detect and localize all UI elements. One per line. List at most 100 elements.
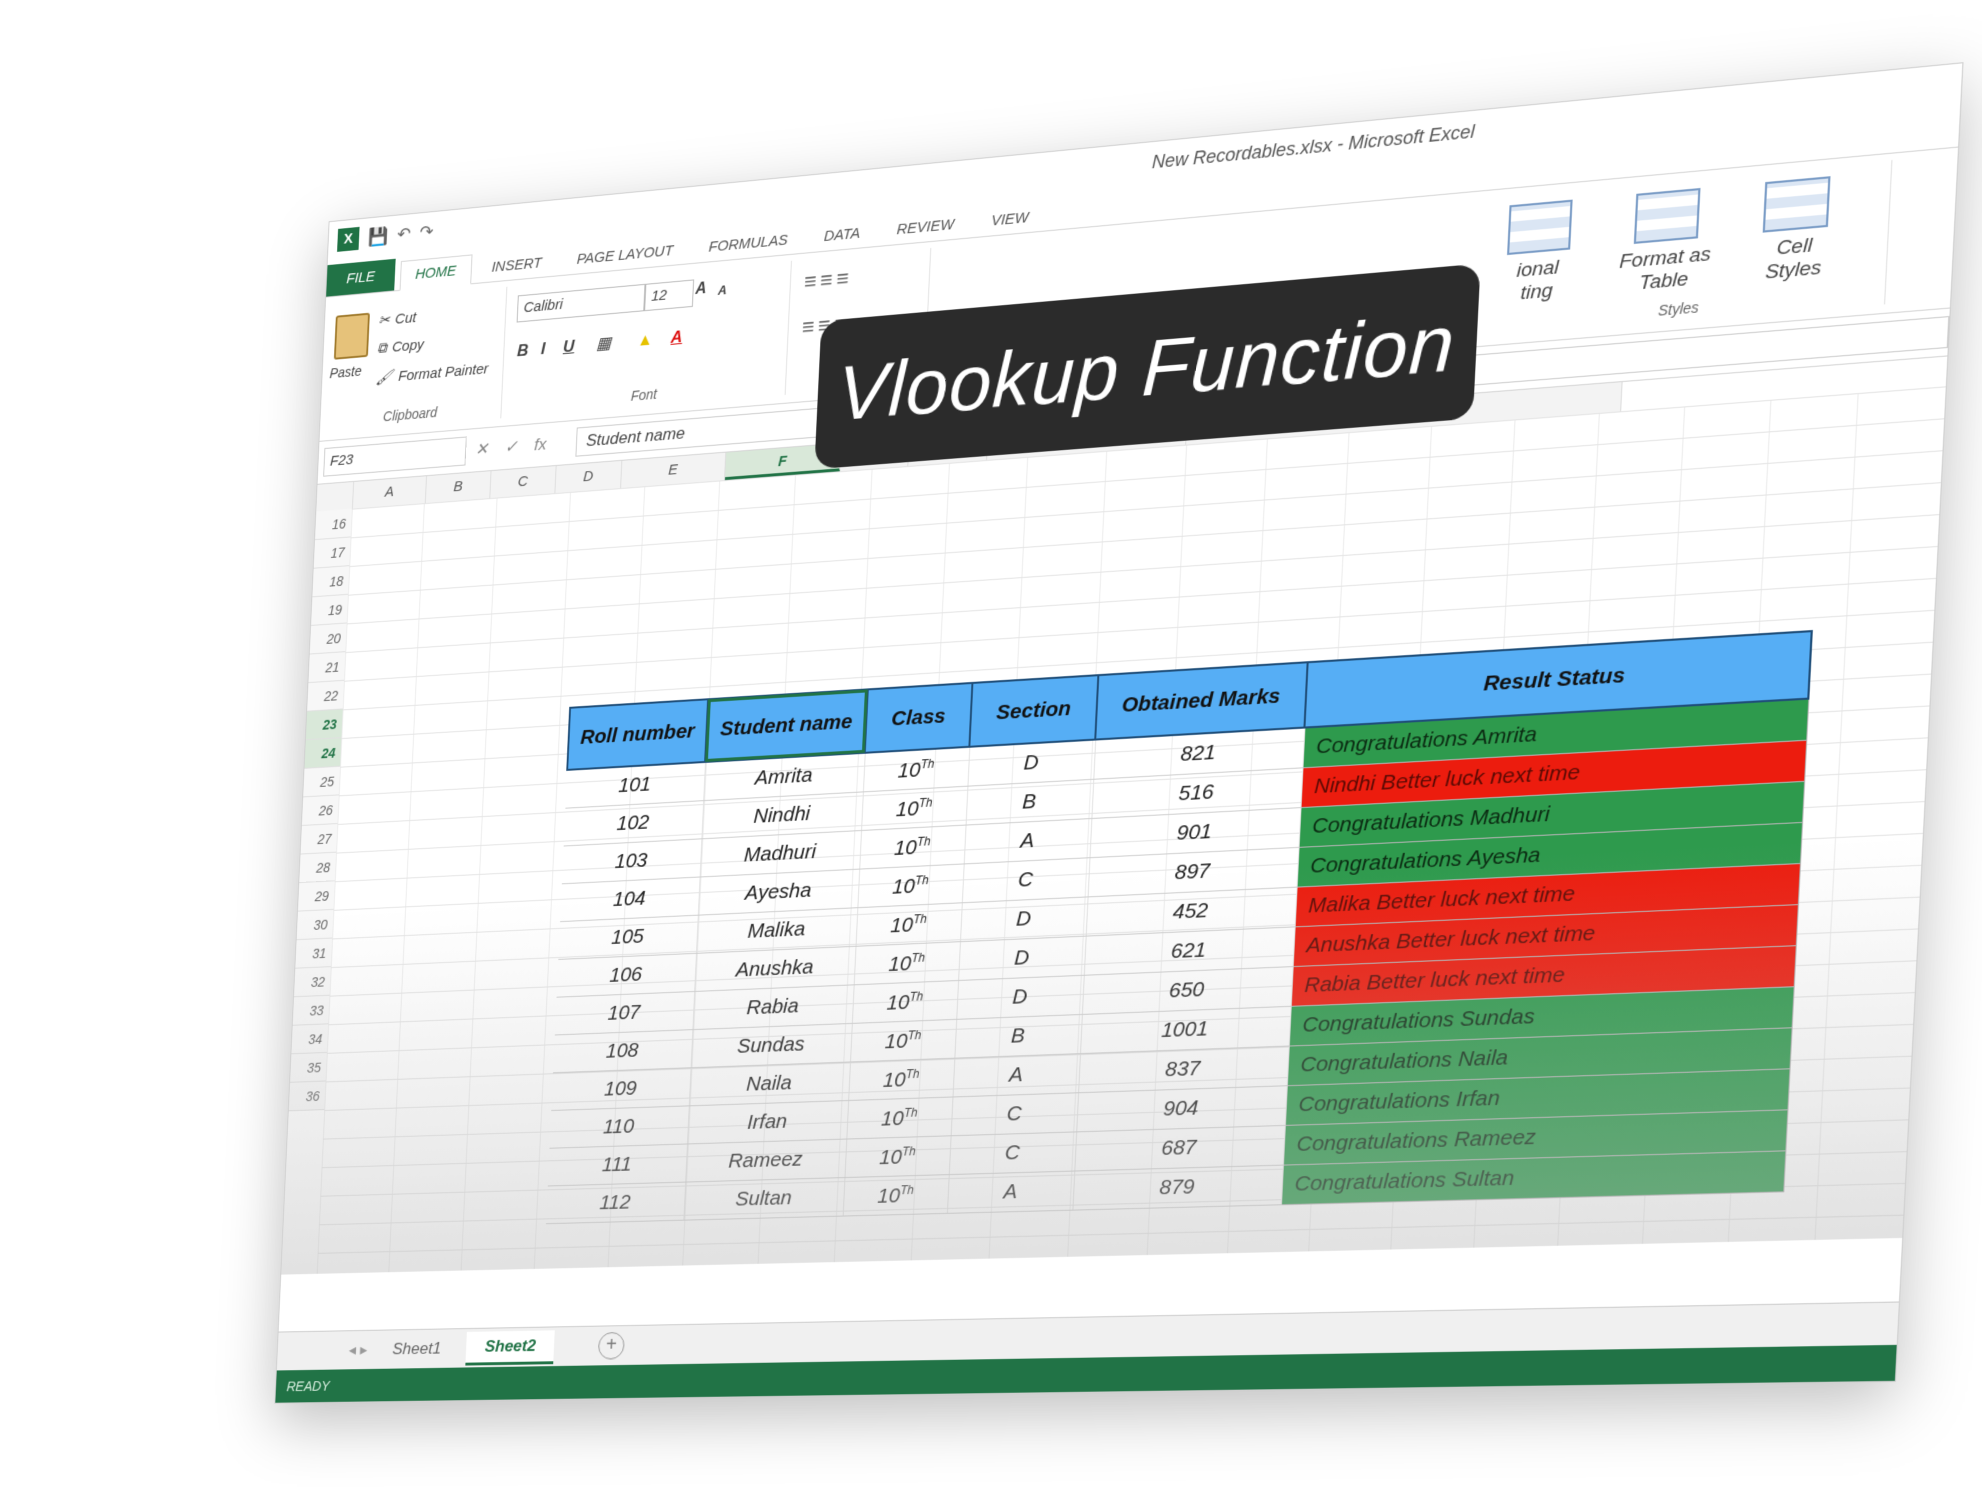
section-cell[interactable]: D xyxy=(958,936,1086,981)
name-box[interactable]: F23 xyxy=(323,436,467,477)
section-cell[interactable]: D xyxy=(959,896,1088,942)
section-cell[interactable]: C xyxy=(961,857,1090,903)
class-cell[interactable]: 10Th xyxy=(842,1174,949,1217)
roll-number-cell[interactable]: 111 xyxy=(547,1143,688,1186)
header-obtained-marks[interactable]: Obtained Marks xyxy=(1095,662,1308,740)
sheet-nav-arrows-icon[interactable]: ◂ ▸ xyxy=(348,1342,368,1359)
header-student-name[interactable]: Student name xyxy=(705,689,868,762)
row-header-29[interactable]: 29 xyxy=(297,881,335,912)
row-header-34[interactable]: 34 xyxy=(291,1024,329,1055)
select-all-corner[interactable] xyxy=(316,481,355,512)
fill-color-icon[interactable]: ▲ xyxy=(636,329,654,350)
sheet-tab-sheet1[interactable]: Sheet1 xyxy=(392,1339,442,1359)
enter-icon[interactable]: ✓ xyxy=(504,437,519,457)
roll-number-cell[interactable]: 108 xyxy=(553,1029,693,1073)
row-header-22[interactable]: 22 xyxy=(307,680,345,712)
roll-number-cell[interactable]: 105 xyxy=(558,915,698,960)
row-header-32[interactable]: 32 xyxy=(293,967,331,998)
class-cell[interactable]: 10Th xyxy=(850,1019,957,1062)
student-name-cell[interactable]: Irfan xyxy=(687,1100,849,1144)
row-header-20[interactable]: 20 xyxy=(309,623,347,655)
row-header-19[interactable]: 19 xyxy=(310,594,348,626)
obtained-marks-cell[interactable]: 687 xyxy=(1074,1125,1285,1172)
roll-number-cell[interactable]: 110 xyxy=(549,1105,689,1149)
row-header-28[interactable]: 28 xyxy=(299,852,337,884)
student-name-cell[interactable]: Rameez xyxy=(685,1139,847,1183)
header-roll-number[interactable]: Roll number xyxy=(567,699,709,770)
align-top-icon[interactable]: ≡≡≡ xyxy=(803,264,854,295)
class-cell[interactable]: 10Th xyxy=(859,825,966,870)
borders-icon[interactable]: ▦ xyxy=(595,333,612,354)
italic-button[interactable]: I xyxy=(540,339,546,359)
sheet-tab-sheet2[interactable]: Sheet2 xyxy=(465,1329,555,1366)
grow-font-button[interactable]: A xyxy=(695,280,707,298)
format-painter-button[interactable]: 🖌 Format Painter xyxy=(375,360,488,387)
class-cell[interactable]: 10Th xyxy=(851,980,959,1024)
student-name-cell[interactable]: Sultan xyxy=(683,1177,845,1221)
cell-styles-button[interactable]: Cell Styles xyxy=(1733,174,1858,288)
paste-button[interactable]: Paste xyxy=(329,362,363,382)
format-as-table-button[interactable]: Format as Table xyxy=(1605,186,1728,299)
add-sheet-icon[interactable]: + xyxy=(597,1331,626,1360)
row-header-26[interactable]: 26 xyxy=(301,795,339,826)
section-cell[interactable]: A xyxy=(952,1053,1081,1097)
roll-number-cell[interactable]: 109 xyxy=(551,1067,691,1111)
conditional-formatting-button[interactable]: ional ting xyxy=(1478,197,1599,309)
fx-icon[interactable]: fx xyxy=(533,434,547,455)
copy-button[interactable]: ⧉ Copy xyxy=(377,337,424,357)
obtained-marks-cell[interactable]: 879 xyxy=(1072,1165,1283,1211)
student-name-cell[interactable]: Sundas xyxy=(690,1023,852,1068)
row-header-27[interactable]: 27 xyxy=(300,824,338,855)
row-header-16[interactable]: 16 xyxy=(314,508,352,541)
row-header-33[interactable]: 33 xyxy=(292,995,330,1026)
roll-number-cell[interactable]: 106 xyxy=(556,953,697,998)
student-name-cell[interactable]: Naila xyxy=(688,1061,851,1106)
row-header-36[interactable]: 36 xyxy=(288,1081,326,1112)
shrink-font-button[interactable]: A xyxy=(717,282,728,298)
cancel-icon[interactable]: ✕ xyxy=(474,439,489,459)
row-header-30[interactable]: 30 xyxy=(296,909,334,941)
section-cell[interactable]: A xyxy=(946,1171,1075,1214)
class-cell[interactable]: 10Th xyxy=(848,1058,955,1101)
row-header-25[interactable]: 25 xyxy=(303,766,341,798)
class-cell[interactable]: 10Th xyxy=(857,863,964,908)
bold-button[interactable]: B xyxy=(516,340,529,361)
row-header-23[interactable]: 23 xyxy=(305,709,343,741)
class-cell[interactable]: 10Th xyxy=(861,786,968,831)
header-class[interactable]: Class xyxy=(864,682,973,753)
row-header-24[interactable]: 24 xyxy=(304,738,342,769)
section-cell[interactable]: B xyxy=(965,779,1094,826)
section-cell[interactable]: A xyxy=(963,818,1092,864)
roll-number-cell[interactable]: 112 xyxy=(545,1182,686,1224)
class-cell[interactable]: 10Th xyxy=(862,746,970,792)
section-cell[interactable]: C xyxy=(948,1131,1077,1175)
section-cell[interactable]: C xyxy=(950,1092,1079,1136)
cut-button[interactable]: ✂ Cut xyxy=(378,308,417,329)
class-cell[interactable]: 10Th xyxy=(853,941,960,985)
row-header-18[interactable]: 18 xyxy=(312,566,350,598)
roll-number-cell[interactable]: 104 xyxy=(560,877,700,922)
header-section[interactable]: Section xyxy=(969,675,1099,747)
class-cell[interactable]: 10Th xyxy=(844,1135,951,1178)
student-name-cell[interactable]: Anushka xyxy=(694,946,856,992)
cell-styles-icon xyxy=(1762,176,1831,233)
class-cell[interactable]: 10Th xyxy=(846,1096,953,1140)
row-header-31[interactable]: 31 xyxy=(295,938,333,969)
class-cell[interactable]: 10Th xyxy=(855,902,962,947)
font-color-icon[interactable]: A xyxy=(670,327,683,347)
roll-number-cell[interactable]: 107 xyxy=(554,991,695,1035)
section-cell[interactable]: B xyxy=(954,1014,1082,1059)
obtained-marks-cell[interactable]: 904 xyxy=(1076,1085,1287,1132)
font-size-select[interactable]: 12 xyxy=(644,279,695,312)
section-cell[interactable]: D xyxy=(956,975,1084,1020)
row-header-35[interactable]: 35 xyxy=(290,1052,327,1083)
font-name-select[interactable]: Calibri xyxy=(516,283,646,323)
tab-file[interactable]: FILE xyxy=(326,258,396,297)
paste-icon[interactable] xyxy=(333,312,370,360)
student-name-cell[interactable]: Rabia xyxy=(692,984,854,1030)
row-header-21[interactable]: 21 xyxy=(308,652,346,684)
row-header-17[interactable]: 17 xyxy=(313,537,351,569)
underline-button[interactable]: U xyxy=(562,336,575,357)
cut-label: Cut xyxy=(394,308,417,328)
